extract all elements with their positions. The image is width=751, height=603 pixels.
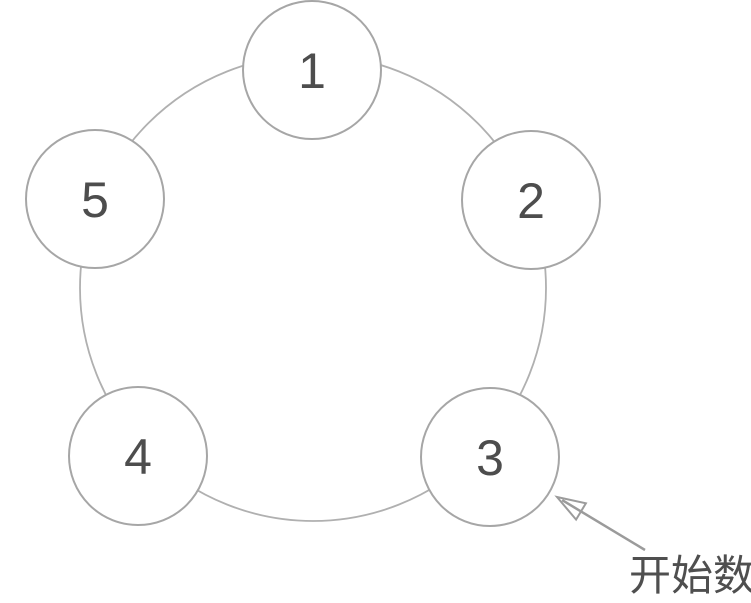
node-circle-5 [25,129,165,269]
annotation-label: 开始数 [629,552,751,599]
node-circle-4 [68,386,208,526]
node-label-3: 3 [476,430,504,486]
node-circle-2 [461,130,601,270]
node-label-4: 4 [124,429,152,485]
annotation-arrow-line [561,499,646,552]
node-1: 1 [242,0,382,140]
node-circle-3 [420,387,560,527]
node-5: 5 [25,129,165,269]
node-3: 3 [420,387,560,527]
node-label-1: 1 [298,43,326,99]
node-circle-1 [242,0,382,140]
node-2: 2 [461,130,601,270]
annotation-arrowhead-icon [554,495,588,522]
node-4: 4 [68,386,208,526]
node-label-5: 5 [81,172,109,228]
node-label-2: 2 [517,173,545,229]
